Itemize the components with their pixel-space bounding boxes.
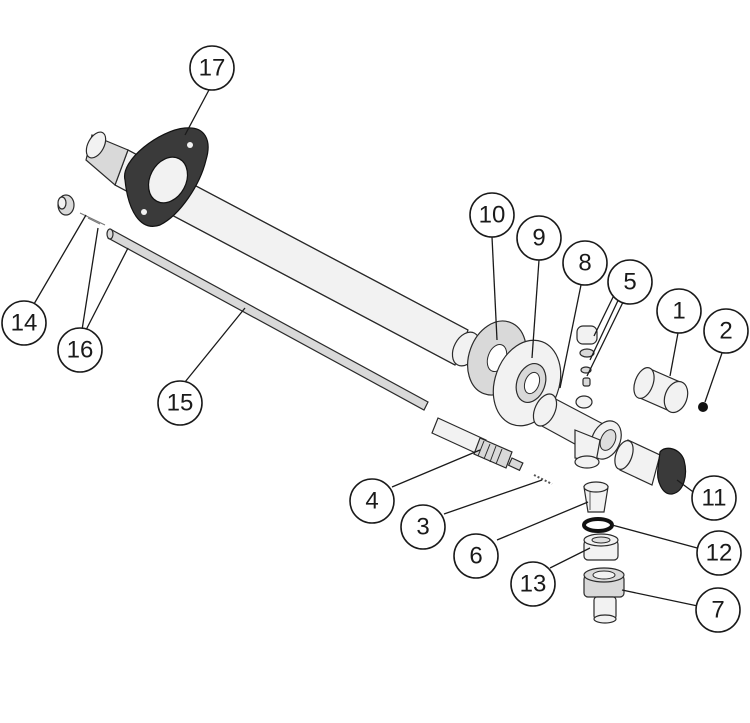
callout-5-label: 5 xyxy=(623,269,636,296)
callout-1-label: 1 xyxy=(672,298,685,325)
part-4-stem xyxy=(431,417,524,472)
callout-8: 8 xyxy=(562,240,608,286)
part-17-flange xyxy=(124,127,209,227)
callout-9: 9 xyxy=(516,215,562,261)
part-8-valve-body xyxy=(532,393,622,469)
callout-6: 6 xyxy=(453,533,499,579)
callout-4-label: 4 xyxy=(365,488,378,515)
callout-6-label: 6 xyxy=(469,543,482,570)
part-11-handle xyxy=(614,439,687,495)
callout-16-label: 16 xyxy=(67,337,94,364)
callout-13: 13 xyxy=(510,561,556,607)
callout-4: 4 xyxy=(349,478,395,524)
callout-12-label: 12 xyxy=(706,540,733,567)
leader-lines xyxy=(33,87,723,610)
callout-9-label: 9 xyxy=(532,225,545,252)
callout-17: 17 xyxy=(189,45,235,91)
part-2-screw xyxy=(698,402,708,412)
leader-13 xyxy=(549,547,591,569)
leader-1 xyxy=(669,332,679,377)
leader-12 xyxy=(611,524,713,553)
callout-5: 5 xyxy=(607,259,653,305)
callout-2: 2 xyxy=(703,308,749,354)
leader-4 xyxy=(391,449,481,488)
callout-14: 14 xyxy=(1,300,47,346)
callout-7: 7 xyxy=(695,587,741,633)
leader-10 xyxy=(491,236,498,341)
part-5-breaker xyxy=(576,325,598,387)
part-15-rod xyxy=(106,228,429,411)
leader-2 xyxy=(704,352,723,403)
callout-10-label: 10 xyxy=(479,202,506,229)
leader-14 xyxy=(33,214,87,305)
callout-13-label: 13 xyxy=(520,571,547,598)
part-7-fitting xyxy=(583,567,625,624)
callout-17-label: 17 xyxy=(199,55,226,82)
callout-7-label: 7 xyxy=(711,597,724,624)
leader-3 xyxy=(443,479,543,515)
leader-6 xyxy=(496,501,589,541)
callout-1: 1 xyxy=(656,288,702,334)
leader-17 xyxy=(184,87,211,136)
callout-15-label: 15 xyxy=(167,390,194,417)
callout-12: 12 xyxy=(696,530,742,576)
callout-14-label: 14 xyxy=(11,310,38,337)
part-3-screw xyxy=(533,474,553,485)
leader-5c xyxy=(586,295,627,377)
leader-9 xyxy=(531,259,540,359)
callout-16: 16 xyxy=(57,327,103,373)
leader-16b xyxy=(85,247,129,331)
callout-11: 11 xyxy=(691,475,737,521)
callout-11-label: 11 xyxy=(702,485,727,512)
callout-2-label: 2 xyxy=(719,318,732,345)
callout-3: 3 xyxy=(400,504,446,550)
part-12-oring xyxy=(582,517,614,533)
leader-8 xyxy=(559,284,582,389)
part-13-collar xyxy=(583,533,619,561)
leader-15 xyxy=(184,307,246,383)
part-16-washers xyxy=(79,212,106,226)
leader-16a xyxy=(81,227,99,331)
callout-8-label: 8 xyxy=(578,250,591,277)
leader-5b xyxy=(589,291,623,361)
callout-10: 10 xyxy=(469,192,515,238)
callout-3-label: 3 xyxy=(416,514,429,541)
part-6-insert xyxy=(583,481,609,513)
part-14-cap xyxy=(57,194,75,216)
callout-15: 15 xyxy=(157,380,203,426)
part-1-cap xyxy=(633,367,689,414)
